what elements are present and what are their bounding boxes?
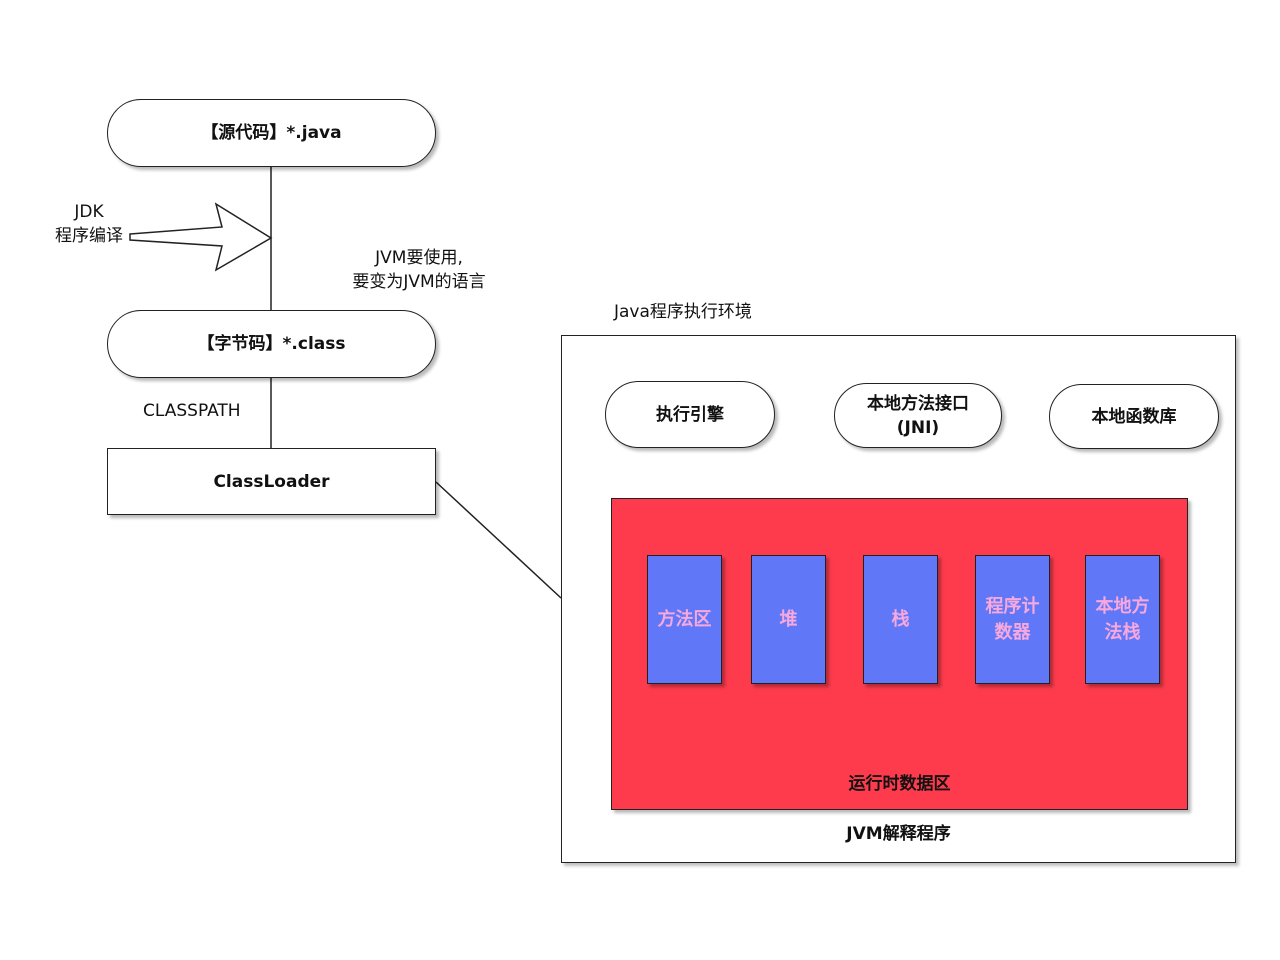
jni-label-line2: (JNI) [896,417,940,438]
method-area-block: 方法区 [647,555,722,684]
bytecode-label: 【字节码】*.class [197,334,346,354]
bytecode-node: 【字节码】*.class [107,310,436,378]
jvm-use-line1: JVM要使用, [375,248,463,268]
source-code-node: 【源代码】*.java [107,99,436,167]
native-library-label: 本地函数库 [1091,406,1177,427]
native-library-node: 本地函数库 [1049,384,1219,449]
classpath-label: CLASSPATH [143,401,241,421]
environment-title: Java程序执行环境 [614,302,752,322]
native-method-stack-block: 本地方法栈 [1085,555,1160,684]
program-counter-block: 程序计数器 [975,555,1050,684]
heap-block: 堆 [751,555,826,684]
jni-node: 本地方法接口 (JNI) [834,383,1002,448]
jni-label-line1: 本地方法接口 [867,393,969,414]
jdk-label: JDK [74,202,104,222]
compile-label: 程序编译 [55,226,123,246]
classloader-node: ClassLoader [107,448,436,515]
classloader-label: ClassLoader [213,471,330,492]
jvm-interpreter-label: JVM解释程序 [846,824,951,844]
jdk-compile-label: JDK 程序编译 [40,200,138,248]
compile-arrow-icon [129,202,273,272]
execution-engine-node: 执行引擎 [605,381,775,448]
execution-engine-label: 执行引擎 [656,404,724,425]
jvm-use-line2: 要变为JVM的语言 [352,272,486,292]
jvm-use-note: JVM要使用, 要变为JVM的语言 [330,246,508,294]
stack-block: 栈 [863,555,938,684]
source-code-label: 【源代码】*.java [201,123,342,143]
runtime-data-area-title: 运行时数据区 [848,774,951,794]
connector-classloader-environment [435,481,562,599]
